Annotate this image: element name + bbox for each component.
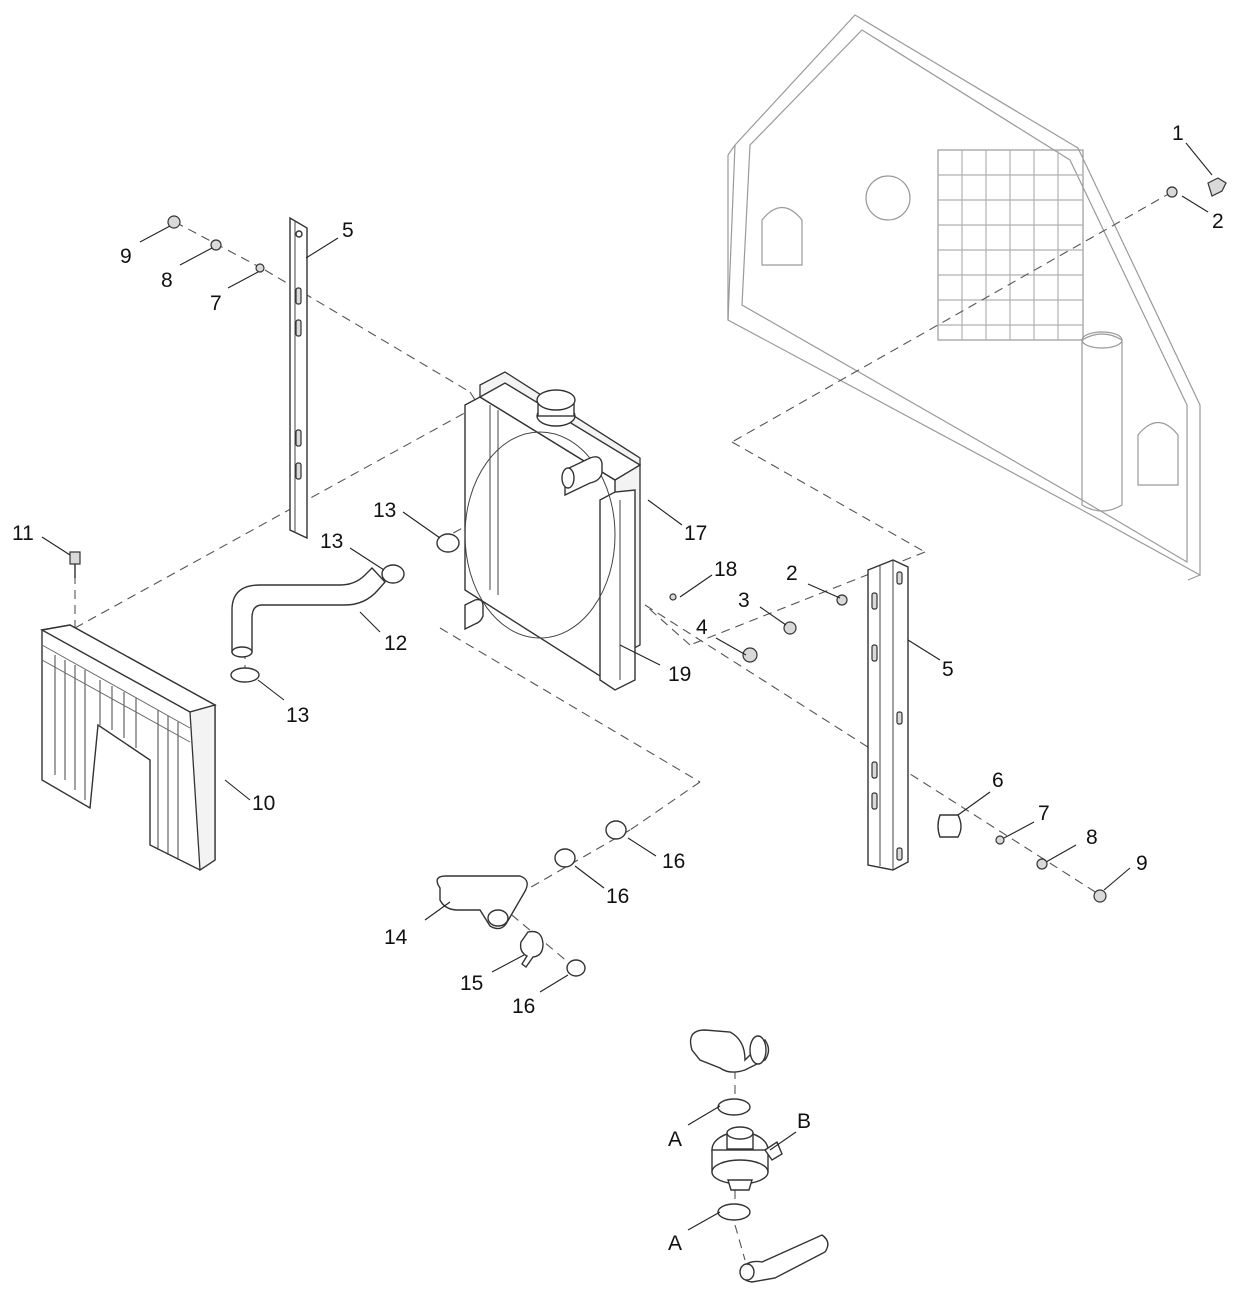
- callout-labels: 1 2 2 3 4 5 5 6 7 7 8 8 9 9 10 11 12 13 …: [12, 122, 1224, 1255]
- callout-B: B: [797, 1110, 811, 1133]
- callout-6: 6: [992, 769, 1004, 792]
- fasteners: [69, 177, 1227, 903]
- callout-16: 16: [662, 850, 685, 873]
- callout-14: 14: [384, 926, 408, 949]
- callout-13: 13: [286, 704, 309, 727]
- left-mounting-bracket: [289, 216, 308, 540]
- callout-18: 18: [714, 558, 737, 581]
- callout-16: 16: [512, 995, 535, 1018]
- p-clamp: [519, 930, 544, 968]
- bulkhead-panel: [727, 14, 1201, 581]
- callout-2: 2: [1212, 210, 1224, 233]
- callout-19: 19: [668, 663, 691, 686]
- callout-17: 17: [684, 522, 707, 545]
- callout-12: 12: [384, 632, 407, 655]
- fan-guard: [39, 624, 217, 872]
- right-mounting-bracket: [867, 559, 909, 871]
- callout-A: A: [668, 1128, 682, 1151]
- callout-2: 2: [786, 562, 798, 585]
- callout-15: 15: [460, 972, 483, 995]
- callout-13: 13: [373, 499, 396, 522]
- detail-lower-hose: [739, 1234, 829, 1283]
- callout-A: A: [668, 1232, 682, 1255]
- callout-8: 8: [1086, 826, 1098, 849]
- callout-9: 9: [120, 245, 132, 268]
- callout-3: 3: [738, 589, 750, 612]
- lower-hose: [436, 875, 528, 930]
- callout-5: 5: [942, 658, 954, 681]
- callout-1: 1: [1172, 122, 1184, 145]
- callout-11: 11: [12, 522, 34, 545]
- alignment-lines: [74, 191, 1173, 1261]
- callout-10: 10: [252, 792, 275, 815]
- callout-7: 7: [210, 292, 222, 315]
- detail-upper-hose: [689, 1029, 770, 1073]
- callout-9: 9: [1136, 852, 1148, 875]
- callout-7: 7: [1038, 802, 1050, 825]
- leader-lines: [41, 142, 1213, 1231]
- callout-8: 8: [161, 269, 173, 292]
- upper-hose: [231, 566, 386, 658]
- thermostat-housing: [711, 1126, 783, 1191]
- callout-13: 13: [320, 530, 343, 553]
- callout-4: 4: [696, 616, 708, 639]
- radiator: [464, 371, 642, 691]
- cable-clip: [937, 814, 962, 838]
- callout-5: 5: [342, 219, 354, 242]
- hose-clamps: [230, 533, 751, 1221]
- callout-16: 16: [606, 885, 629, 908]
